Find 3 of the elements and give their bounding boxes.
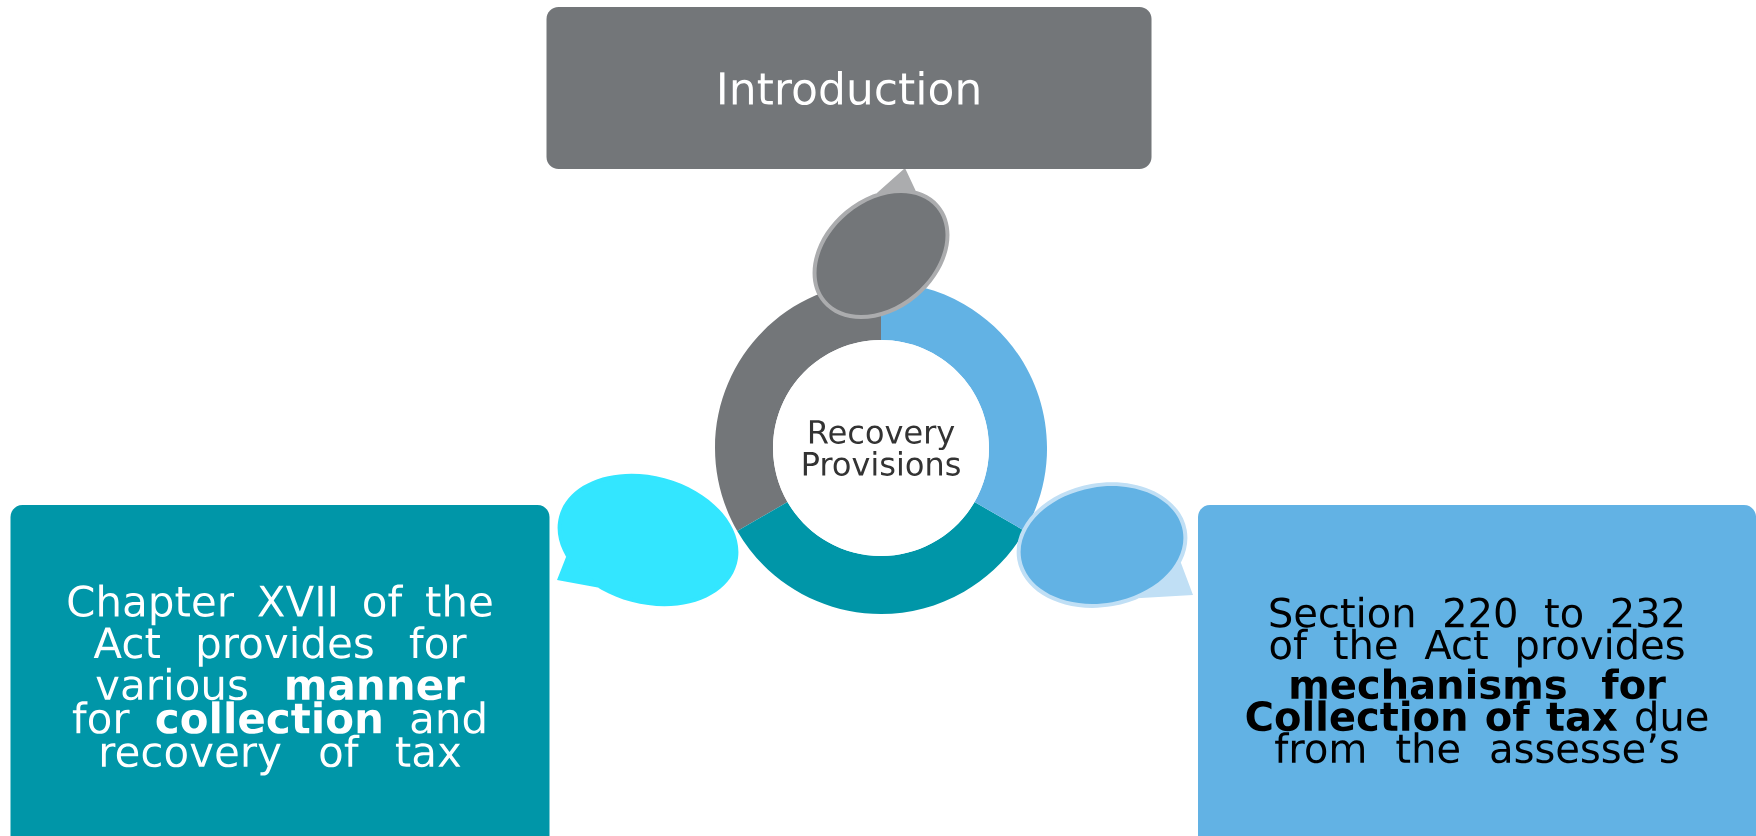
text-box: Chapter XVII of the Act provides for various manner for collection and recovery of tax [10,505,550,836]
text-box: Section 220 to 232 of the Act provides mechanisms for Collection of tax due from the assesse’s [1198,505,1756,836]
title-box: Introduction [546,7,1152,169]
